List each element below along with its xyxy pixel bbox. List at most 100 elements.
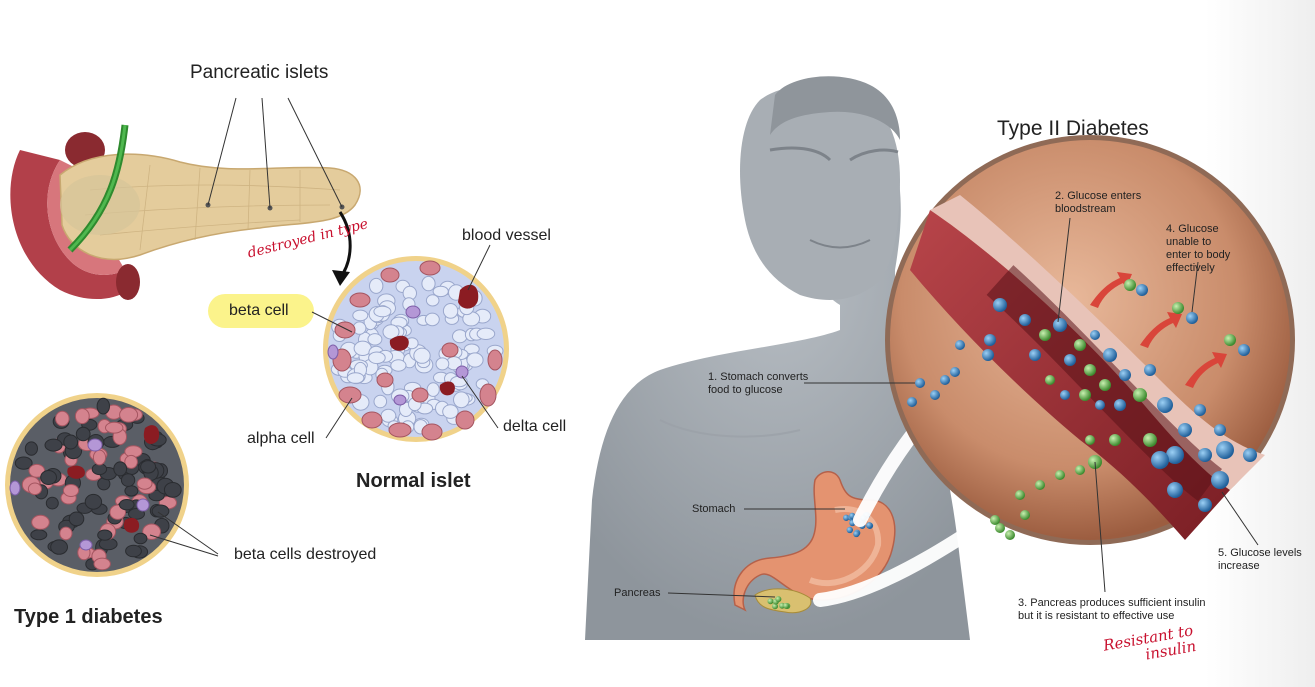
destroyed-beta-cell [68,511,85,527]
label-pancreatic-islets: Pancreatic islets [190,62,329,83]
beta-cell [368,351,386,365]
insulin-molecule [1015,490,1025,500]
beta-cell [442,404,459,419]
alpha-cell [62,484,80,497]
insulin-molecule [775,596,782,603]
glucose-molecule [1243,448,1257,462]
insulin-molecule [1074,339,1086,351]
destroyed-beta-cell [96,397,111,415]
beta-cell [435,357,450,371]
glucose-molecule [930,390,940,400]
beta-cell [367,333,383,346]
destroyed-beta-cell [24,441,38,456]
label-type1-diabetes: Type 1 diabetes [14,606,163,628]
beta-cell [421,275,436,292]
glucose-exit-arrows [1090,272,1227,388]
insulin-molecule [1143,433,1157,447]
label-pancreas: Pancreas [614,587,661,599]
beta-cell-highlight [208,294,314,328]
glucose-molecule [993,298,1007,312]
insulin-molecule [990,515,1000,525]
insulin-molecule [1109,434,1121,446]
beta-cell [373,305,392,318]
destroyed-beta-cell [45,496,59,510]
beta-cell [425,294,440,307]
destroyed-beta-cell [40,470,57,485]
beta-cell [466,352,484,368]
alpha-cell [124,454,138,469]
label-beta-cell: beta cell [229,302,289,319]
destroyed-beta-cell [128,508,145,520]
glucose-molecule [853,530,860,538]
label-delta-cell: delta cell [503,418,567,435]
label-blood-vessel: blood vessel [462,227,551,244]
label-beta-cells-destroyed: beta cells destroyed [234,546,377,563]
beta-cell [442,303,459,319]
destroyed-beta-cell [125,544,142,558]
glucose-molecule [1090,330,1100,340]
beta-cell [424,312,440,327]
insulin-molecule [1133,388,1147,402]
alpha-cell [55,410,70,427]
glucose-molecule [955,340,965,350]
insulin-molecule [1085,435,1095,445]
insulin-molecule [1099,379,1111,391]
destroyed-beta-cell [151,504,170,518]
glucose-molecule [1151,451,1169,469]
glucose-molecule [1053,318,1067,332]
glucose-molecule [982,349,994,361]
glucose-molecule [1029,349,1041,361]
beta-cell [352,309,369,322]
insulin-molecule [1039,329,1051,341]
glucose-molecule [1178,423,1192,437]
glucose-molecule [1060,390,1070,400]
beta-cell [413,347,431,364]
glucose-molecule [1186,312,1198,324]
destroyed-beta-cell [140,460,157,474]
insulin-molecule [995,523,1005,533]
magnified-bloodstream [885,135,1295,545]
destroyed-beta-cell [84,493,103,510]
destroyed-beta-cell [44,438,63,452]
insulin-molecule [772,603,779,610]
glucose-molecule [1166,446,1184,464]
glucose-molecule [950,367,960,377]
destroyed-beta-cell [14,456,33,470]
normal-islet-illustration [323,256,509,442]
label-stomach: Stomach [692,503,736,515]
glucose-molecule [1144,364,1156,376]
destroyed-beta-cell [119,499,135,511]
glucose-molecule [1211,471,1229,489]
glucose-molecule [1238,344,1250,356]
glucose-molecule [1167,482,1183,498]
label-alpha-cell: alpha cell [247,430,315,447]
glucose-molecule [907,397,917,407]
insulin-molecule [1075,465,1085,475]
beta-cell [452,329,468,344]
glucose-molecule [940,375,950,385]
destroyed-beta-cell [30,529,48,541]
alpha-cell [142,523,162,540]
insulin-molecule [1079,389,1091,401]
alpha-cell [31,514,50,530]
beta-cell [453,391,470,409]
glucose-molecule [843,514,850,521]
destroyed-beta-cell [97,529,113,541]
destroyed-beta-cell [113,461,128,477]
glucose-molecule [846,526,853,534]
glucose-molecule [1019,314,1031,326]
insulin-molecule [1020,510,1030,520]
alpha-cell [27,482,42,496]
glucose-molecule [1216,441,1234,459]
insulin-molecule [1224,334,1236,346]
glucose-molecule [1194,404,1206,416]
alpha-cell [136,477,153,490]
glucose-molecule [1095,400,1105,410]
glucose-molecule [1064,354,1076,366]
glucose-molecule [915,378,925,388]
glucose-molecule [866,522,873,529]
alpha-cell [74,408,90,425]
